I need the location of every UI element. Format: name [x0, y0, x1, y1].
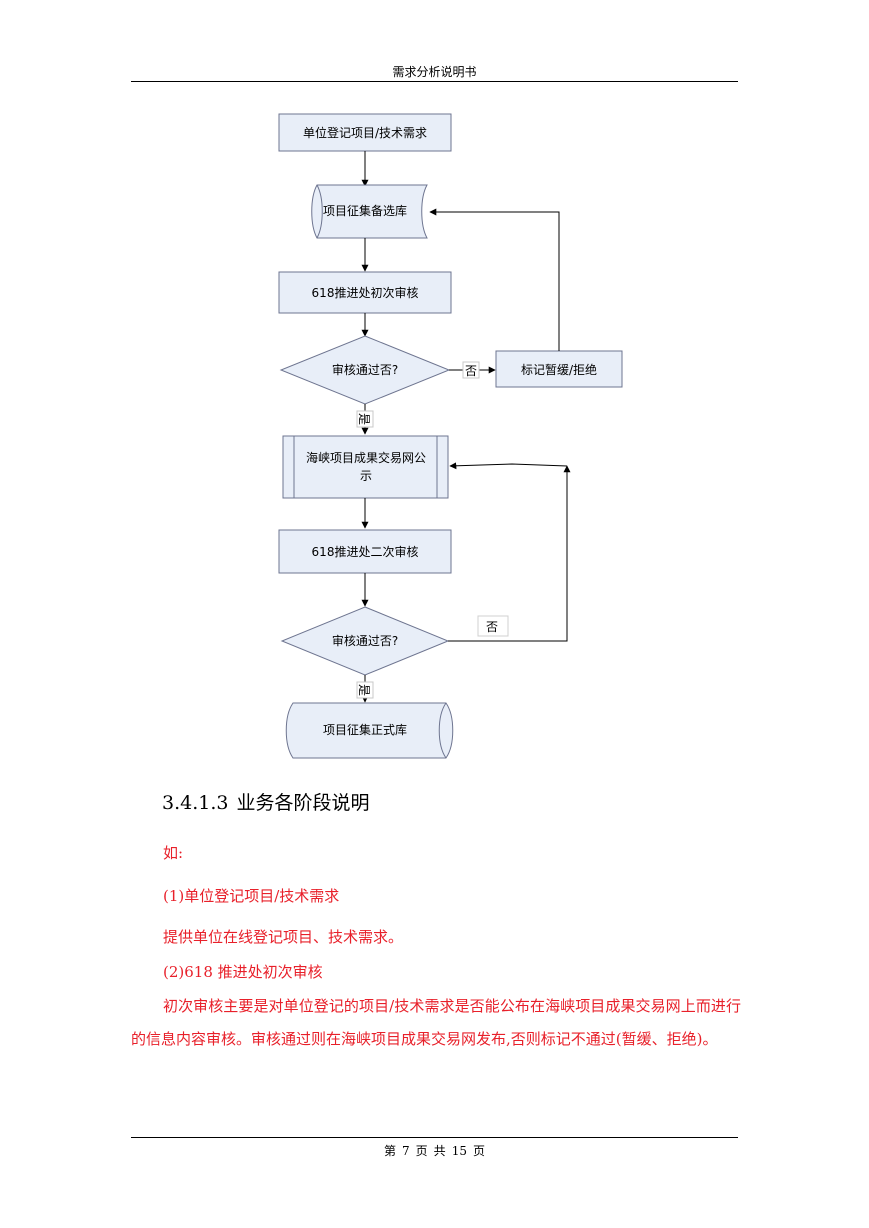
flow-yes-label-1: 是	[357, 413, 371, 425]
flow-step-second-review	[278, 529, 452, 574]
flow-step-reject	[495, 350, 623, 388]
footer-prefix: 第	[384, 1144, 397, 1158]
footer-total-pages: 15	[451, 1144, 467, 1158]
item2-title: (2)618 推进处初次审核	[163, 963, 323, 981]
flow-step-publish	[282, 435, 449, 499]
footer-page-number: 7	[402, 1144, 410, 1158]
flow-store-candidate-label: 项目征集备选库	[323, 203, 407, 218]
item1-title: (1)单位登记项目/技术需求	[163, 887, 340, 905]
footer-total-word: 共	[433, 1144, 446, 1158]
flow-step-register-label: 单位登记项目/技术需求	[303, 125, 427, 140]
flow-step-first-review-label: 618推进处初次审核	[312, 285, 419, 300]
item2-paragraph: 初次审核主要是对单位登记的项目/技术需求是否能公布在海峡项目成果交易网上而进行的…	[131, 997, 741, 1048]
flow-decision-first-label: 审核通过否?	[332, 362, 398, 377]
footer-rule	[131, 1137, 738, 1138]
flow-store-formal-label: 项目征集正式库	[323, 722, 407, 737]
flow-step-publish-label-1: 海峡项目成果交易网公	[306, 450, 426, 465]
flow-store-candidate	[311, 184, 428, 239]
header-rule	[131, 81, 738, 82]
intro-text: 如:	[163, 844, 184, 862]
flow-step-publish-label-2: 示	[360, 469, 372, 483]
flow-step-register	[278, 113, 452, 152]
flow-step-first-review	[278, 271, 452, 314]
section-number: 3.4.1.3	[162, 792, 229, 814]
flow-yes-label-2: 是	[357, 684, 371, 696]
page-header-title: 需求分析说明书	[392, 65, 477, 79]
footer-suffix: 页	[472, 1144, 485, 1158]
flow-step-second-review-label: 618推进处二次审核	[312, 544, 419, 559]
section-title: 业务各阶段说明	[236, 792, 370, 814]
item1-text: 提供单位在线登记项目、技术需求。	[163, 928, 404, 946]
flowchart: 单位登记项目/技术需求 项目征集备选库 618推进处初次审核 审核通过否? 否 …	[278, 113, 623, 759]
flow-no-label-1: 否	[465, 364, 477, 378]
section-heading: 3.4.1.3 业务各阶段说明	[162, 788, 378, 815]
flow-no-label-2: 否	[486, 620, 498, 634]
flow-decision-second-label: 审核通过否?	[332, 633, 398, 648]
footer-page-word: 页	[415, 1144, 428, 1158]
flow-step-reject-label: 标记暂缓/拒绝	[521, 362, 597, 377]
